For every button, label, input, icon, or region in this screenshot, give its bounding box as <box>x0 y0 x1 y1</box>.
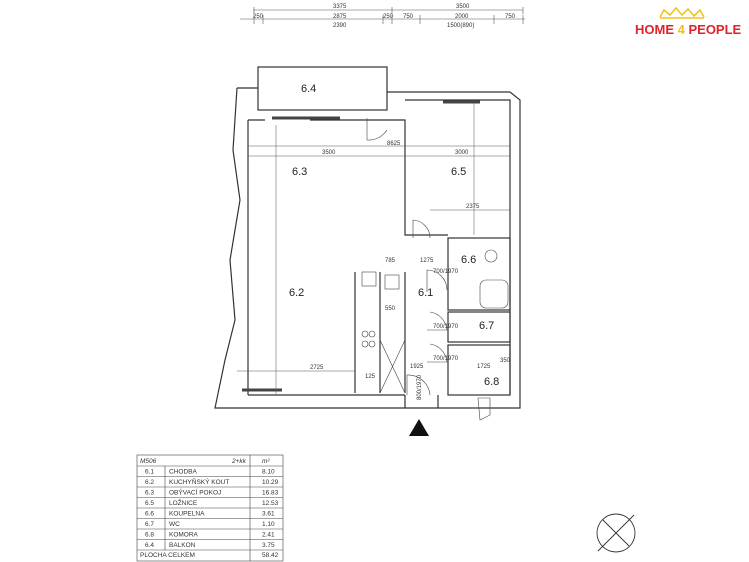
room-label-6-3: 6.3 <box>292 166 307 178</box>
table-cell-area: 12.53 <box>262 500 279 507</box>
crown-logo-icon <box>659 6 705 19</box>
dim-250a: 250 <box>253 14 264 20</box>
room-label-6-7: 6.7 <box>479 320 494 332</box>
dim-2000: 2000 <box>455 14 469 20</box>
room-label-6-8: 6.8 <box>484 376 499 388</box>
dim-1725: 1725 <box>477 364 491 370</box>
dim-1925: 1925 <box>410 364 424 370</box>
area-header: m² <box>262 458 270 465</box>
bathroom-fixtures <box>361 249 509 394</box>
dim-350: 350 <box>500 358 511 364</box>
balcony-outline <box>257 66 388 111</box>
door-700-1970-b: 700/1970 <box>433 324 459 330</box>
table-cell-name: KUCHYŇSKÝ KOUT <box>169 477 229 486</box>
table-cell-area: 8.10 <box>262 469 275 476</box>
unit-layout: 2+kk <box>231 458 247 465</box>
table-cell-name: CHODBA <box>169 469 197 476</box>
dim-3500: 3500 <box>456 4 470 10</box>
table-cell-area: 16.83 <box>262 490 279 497</box>
table-cell-num: 6.7 <box>145 521 154 528</box>
dim-2725: 2725 <box>310 365 324 371</box>
table-cell-num: 6.5 <box>145 500 154 507</box>
table-cell-area: 1.10 <box>262 521 275 528</box>
dim-1500: 1500(890) <box>447 23 474 29</box>
dim-3000-room: 3000 <box>455 150 469 156</box>
legend-table <box>136 454 284 562</box>
dim-750b: 750 <box>505 14 516 20</box>
total-label: PLOCHA CELKEM <box>140 552 195 559</box>
room-label-6-4: 6.4 <box>301 83 316 95</box>
table-cell-name: WC <box>169 521 180 528</box>
windows <box>242 100 480 392</box>
fridge-550: 550 <box>385 306 396 312</box>
table-cell-num: 6.4 <box>145 542 154 549</box>
dim-125: 125 <box>365 374 376 380</box>
table-cell-num: 6.2 <box>145 479 154 486</box>
entry-door-800-1970: 800/1970 <box>417 374 423 400</box>
north-compass-icon <box>596 513 636 553</box>
room-label-6-2: 6.2 <box>289 287 304 299</box>
table-cell-num: 6.8 <box>145 532 154 539</box>
dim-785: 785 <box>385 258 396 264</box>
total-area: 58.42 <box>262 552 279 559</box>
table-cell-name: KOUPELNA <box>169 511 205 518</box>
table-cell-area: 10.29 <box>262 479 279 486</box>
table-cell-num: 6.6 <box>145 511 154 518</box>
table-cell-name: KOMORA <box>169 532 199 539</box>
table-cell-area: 3.61 <box>262 511 275 518</box>
door-700-1970-a: 700/1970 <box>433 269 459 275</box>
room-label-6-5: 6.5 <box>451 166 466 178</box>
table-cell-area: 3.75 <box>262 542 275 549</box>
dim-3375: 3375 <box>333 4 347 10</box>
dim-750a: 750 <box>403 14 414 20</box>
dim-8625: 8625 <box>387 141 401 147</box>
dim-2390: 2390 <box>333 23 347 29</box>
dim-1275: 1275 <box>420 258 434 264</box>
dim-3500-room: 3500 <box>322 150 336 156</box>
unit-code: M506 <box>140 458 157 465</box>
table-cell-name: LOŽNICE <box>169 498 198 507</box>
table-cell-num: 6.3 <box>145 490 154 497</box>
table-cell-area: 2.41 <box>262 532 275 539</box>
dim-250b: 250 <box>383 14 394 20</box>
door-swings <box>366 118 491 421</box>
door-700-1970-c: 700/1970 <box>433 356 459 362</box>
entrance-arrow-icon <box>409 419 429 436</box>
plan-dimension-lines <box>237 100 510 395</box>
dim-2875: 2875 <box>333 14 347 20</box>
room-label-6-6: 6.6 <box>461 254 476 266</box>
top-dimensions <box>240 7 525 24</box>
table-cell-name: BALKON <box>169 542 196 549</box>
logo-text: HOME 4 PEOPLE <box>635 22 742 37</box>
table-cell-num: 6.1 <box>145 469 154 476</box>
dim-2375: 2375 <box>466 204 480 210</box>
room-label-6-1: 6.1 <box>418 287 433 299</box>
table-cell-name: OBÝVACÍ POKOJ <box>169 488 221 497</box>
walls <box>214 66 521 409</box>
